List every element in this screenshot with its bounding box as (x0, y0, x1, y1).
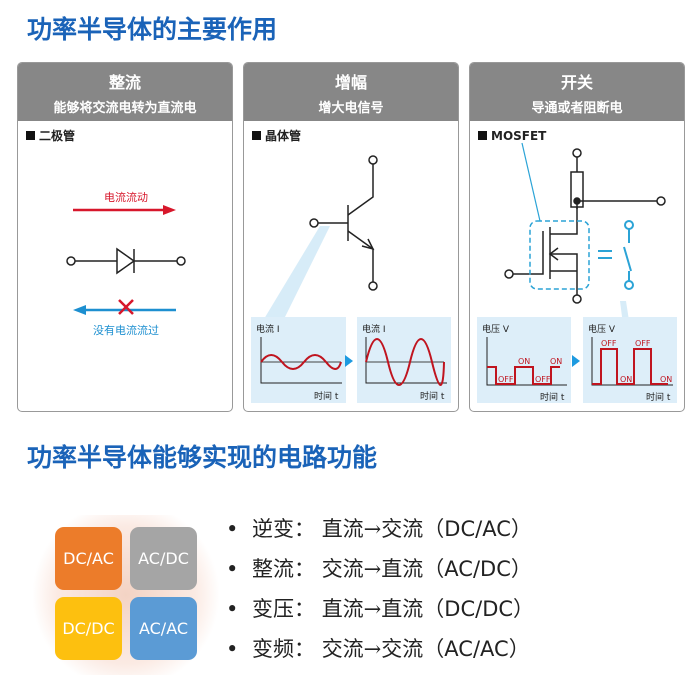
switching-graph-output: 电压 V OFF ON OFF ON 时间 t (583, 317, 677, 403)
svg-text:ON: ON (620, 375, 632, 384)
panel-amplify: 增幅增大电信号 晶体管 电流 I 时间 t 电流 I 时间 t (243, 62, 459, 412)
transistor-symbol (309, 155, 378, 291)
device-label: 二极管 (39, 128, 75, 143)
svg-text:OFF: OFF (635, 339, 651, 348)
arrow-right-icon (345, 355, 353, 367)
mosfet-highlight-box (529, 220, 590, 290)
svg-text:ON: ON (660, 375, 672, 384)
panel-subtitle: 增大电信号 (318, 101, 384, 116)
large-signal-graph: 电流 I 时间 t (357, 317, 451, 403)
box-ac-ac: AC/AC (130, 597, 197, 660)
box-dc-dc: DC/DC (55, 597, 122, 660)
arrow-right-icon (572, 355, 580, 367)
diode-diagram: 二极管 电流流动 没有电流流过 (26, 128, 186, 337)
section-title: 功率半导体能够实现的电路功能 (27, 443, 378, 472)
svg-text:ON: ON (518, 357, 530, 366)
mosfet-diagram: MOSFET 电压 V OFF ON OFF ON 时间 t 电压 V OFF … (477, 129, 677, 403)
svg-text:ON: ON (550, 357, 562, 366)
svg-text:OFF: OFF (601, 339, 617, 348)
panel-title: 开关 (560, 73, 593, 92)
svg-text:电流 I: 电流 I (256, 323, 280, 335)
svg-text:时间 t: 时间 t (646, 391, 671, 403)
small-signal-graph: 电流 I 时间 t (251, 317, 346, 403)
no-flow-arrow-icon (73, 299, 176, 315)
svg-text:时间 t: 时间 t (540, 391, 565, 403)
function-item: •变频： 交流→交流（AC/AC） (226, 637, 530, 661)
mosfet-symbol (504, 148, 666, 304)
svg-text:电流 I: 电流 I (362, 323, 386, 335)
panel-switch: 开关导通或者阻断电 MOSFET 电压 V OFF ON OFF ON 时间 t… (469, 62, 685, 412)
panel-subtitle: 能够将交流电转为直流电 (53, 101, 197, 116)
device-label: 晶体管 (265, 128, 301, 143)
box-dc-ac: DC/AC (55, 527, 122, 590)
box-ac-dc: AC/DC (130, 527, 197, 590)
function-item: •变压： 直流→直流（DC/DC） (226, 597, 535, 621)
page-title: 功率半导体的主要作用 (27, 15, 278, 44)
svg-text:OFF: OFF (535, 375, 551, 384)
function-item: •逆变： 直流→交流（DC/AC） (226, 517, 532, 541)
svg-text:电压 V: 电压 V (588, 323, 616, 335)
panel-subtitle: 导通或者阻断电 (531, 101, 623, 116)
device-label: MOSFET (491, 129, 547, 143)
panel-title: 增幅 (334, 73, 367, 92)
svg-text:时间 t: 时间 t (420, 390, 445, 402)
switching-graph-input: 电压 V OFF ON OFF ON 时间 t (477, 317, 571, 403)
diode-symbol (66, 247, 186, 275)
svg-text:OFF: OFF (498, 375, 514, 384)
flow-label: 电流流动 (104, 190, 148, 204)
panel-rectifier: 整流能够将交流电转为直流电 二极管 电流流动 没有电流流过 (17, 62, 233, 412)
panel-title: 整流 (108, 73, 141, 92)
switch-icon (598, 220, 634, 290)
svg-text:电压 V: 电压 V (482, 323, 510, 335)
svg-text:时间 t: 时间 t (314, 390, 339, 402)
flow-arrow-icon (73, 205, 176, 215)
transistor-diagram: 晶体管 电流 I 时间 t 电流 I 时间 t (251, 128, 451, 403)
function-item: •整流： 交流→直流（AC/DC） (226, 557, 532, 581)
noflow-label: 没有电流流过 (93, 323, 159, 337)
